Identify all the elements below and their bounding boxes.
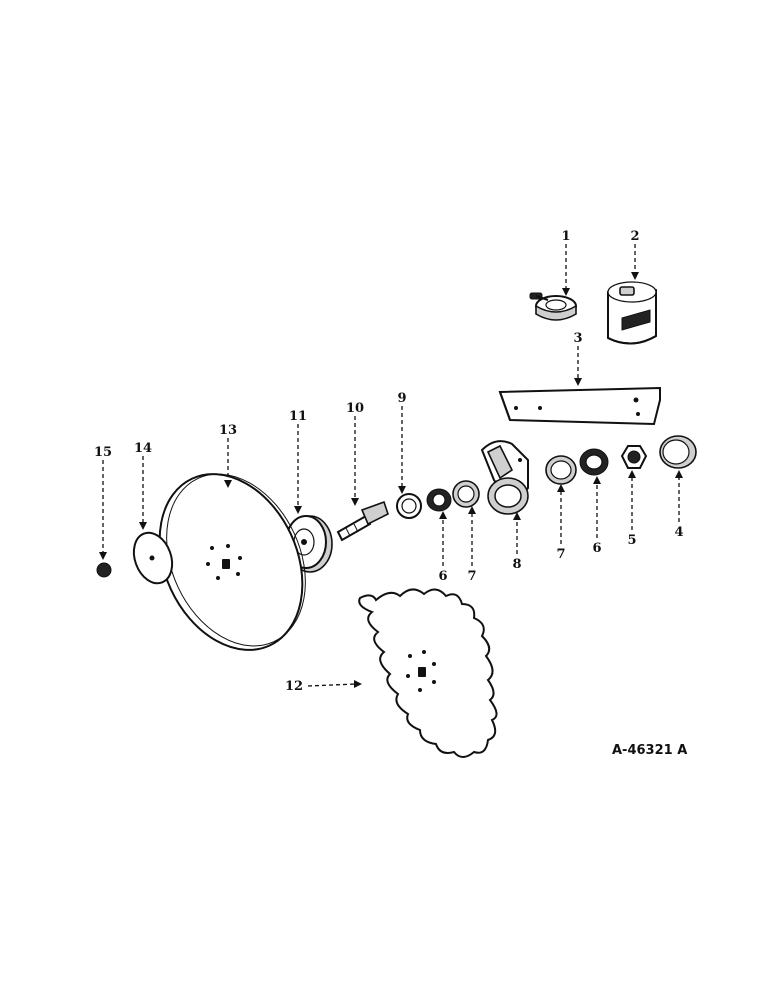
callout-10: 10 bbox=[346, 401, 364, 416]
callout-1: 1 bbox=[561, 229, 570, 244]
callout-7-right: 7 bbox=[556, 547, 565, 562]
part-6-bearing-right bbox=[579, 448, 609, 476]
part-2-housing bbox=[607, 281, 657, 345]
part-8-hub bbox=[480, 440, 529, 515]
part-1-clamp bbox=[529, 292, 577, 321]
figure-id: A-46321 A bbox=[612, 743, 687, 758]
callout-8: 8 bbox=[512, 557, 521, 572]
part-9-spacer bbox=[396, 493, 422, 519]
callout-15: 15 bbox=[94, 445, 112, 460]
callout-7-left: 7 bbox=[467, 569, 476, 584]
callout-12: 12 bbox=[285, 679, 303, 694]
part-15-ball bbox=[96, 562, 112, 578]
callout-6-left: 6 bbox=[438, 569, 447, 584]
part-5-nut bbox=[620, 445, 648, 469]
callout-14: 14 bbox=[134, 441, 152, 456]
callout-5: 5 bbox=[627, 533, 636, 548]
callout-4: 4 bbox=[674, 525, 683, 540]
part-13-plain-disc bbox=[158, 473, 306, 651]
leader-lines bbox=[99, 244, 683, 688]
callout-13: 13 bbox=[219, 423, 237, 438]
callout-3: 3 bbox=[573, 331, 582, 346]
callout-11: 11 bbox=[289, 409, 307, 424]
callout-9: 9 bbox=[397, 391, 406, 406]
part-12-notched-disc bbox=[358, 588, 498, 758]
part-7-cup-left bbox=[452, 480, 480, 508]
part-4-cap bbox=[659, 435, 697, 469]
part-10-spindle bbox=[336, 500, 389, 542]
part-14-washer bbox=[132, 531, 174, 585]
callout-6-right: 6 bbox=[592, 541, 601, 556]
part-7-cup-right bbox=[545, 455, 577, 485]
part-6-bearing-left bbox=[426, 488, 452, 512]
callout-2: 2 bbox=[630, 229, 639, 244]
part-3-bar bbox=[498, 386, 661, 426]
callout-labels: 1 2 3 4 5 6 6 7 7 8 9 10 11 12 13 14 15 bbox=[94, 229, 684, 694]
